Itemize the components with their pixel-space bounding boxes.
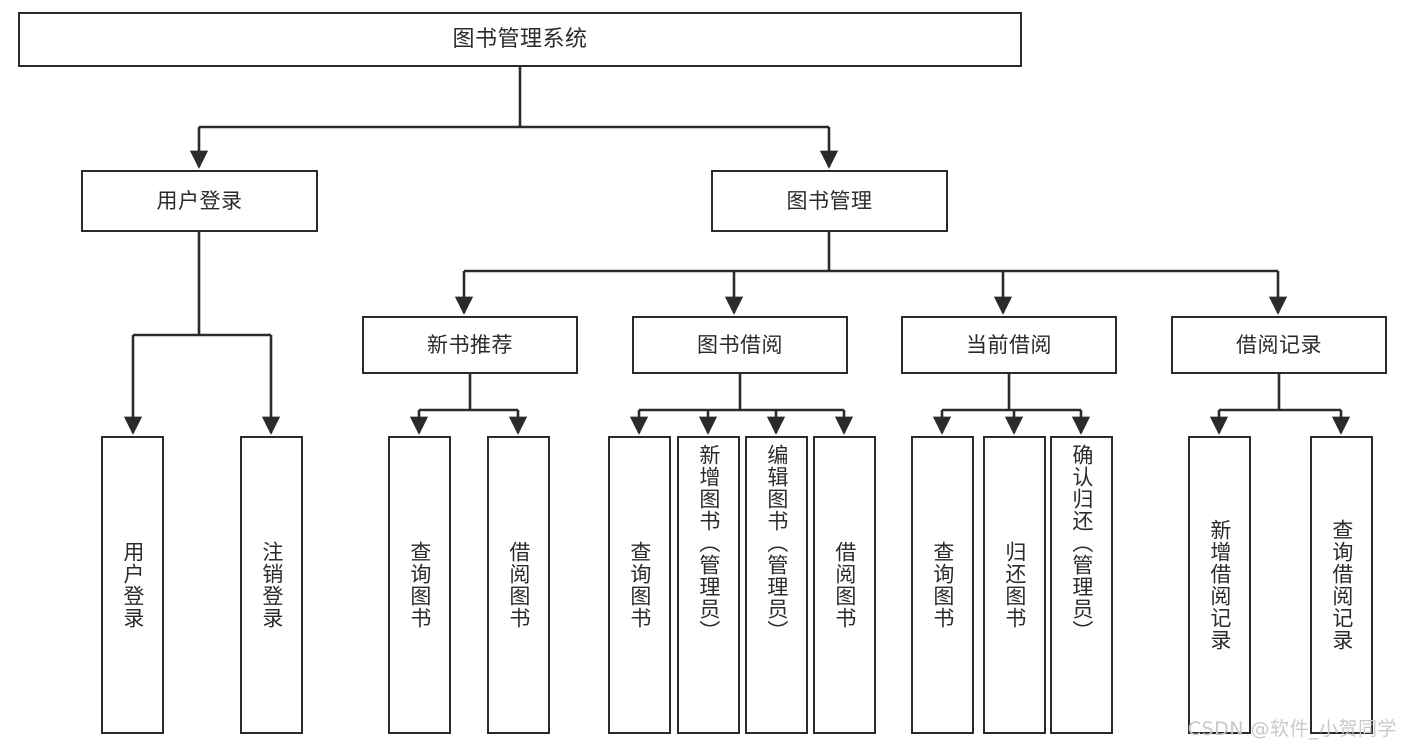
node-new-book-recommendation-label: 新书推荐 xyxy=(427,332,513,357)
leaf-record-query-borrow-record-label: 查询借阅记录 xyxy=(1329,519,1354,651)
leaf-borrow-edit-book-admin-label: 编辑图书（管理员） xyxy=(764,444,789,642)
leaf-current-query-book[interactable]: 查询图书 xyxy=(911,436,974,734)
leaf-user-login[interactable]: 用户登录 xyxy=(101,436,164,734)
node-book-borrowing-label: 图书借阅 xyxy=(697,332,783,357)
leaf-borrow-edit-book-admin[interactable]: 编辑图书（管理员） xyxy=(745,436,808,734)
leaf-current-confirm-return-admin[interactable]: 确认归还（管理员） xyxy=(1050,436,1113,734)
leaf-borrow-query-book[interactable]: 查询图书 xyxy=(608,436,671,734)
node-book-management-module[interactable]: 图书管理 xyxy=(711,170,948,232)
leaf-recommend-query-book-label: 查询图书 xyxy=(407,541,432,629)
node-root-label: 图书管理系统 xyxy=(452,26,588,52)
leaf-user-login-label: 用户登录 xyxy=(120,541,145,629)
leaf-borrow-borrow-book-label: 借阅图书 xyxy=(832,541,857,629)
node-new-book-recommendation[interactable]: 新书推荐 xyxy=(362,316,578,374)
leaf-current-confirm-return-admin-label: 确认归还（管理员） xyxy=(1069,444,1094,642)
node-borrowing-records-label: 借阅记录 xyxy=(1236,332,1322,357)
node-root[interactable]: 图书管理系统 xyxy=(18,12,1022,67)
node-current-borrowing[interactable]: 当前借阅 xyxy=(901,316,1117,374)
leaf-recommend-query-book[interactable]: 查询图书 xyxy=(388,436,451,734)
node-book-borrowing[interactable]: 图书借阅 xyxy=(632,316,848,374)
node-current-borrowing-label: 当前借阅 xyxy=(966,332,1052,357)
leaf-borrow-add-book-admin[interactable]: 新增图书（管理员） xyxy=(677,436,740,734)
leaf-borrow-borrow-book[interactable]: 借阅图书 xyxy=(813,436,876,734)
leaf-recommend-borrow-book[interactable]: 借阅图书 xyxy=(487,436,550,734)
leaf-current-return-book[interactable]: 归还图书 xyxy=(983,436,1046,734)
leaf-current-return-book-label: 归还图书 xyxy=(1002,541,1027,629)
node-borrowing-records[interactable]: 借阅记录 xyxy=(1171,316,1387,374)
leaf-borrow-query-book-label: 查询图书 xyxy=(627,541,652,629)
node-book-management-module-label: 图书管理 xyxy=(786,188,873,213)
leaf-current-query-book-label: 查询图书 xyxy=(930,541,955,629)
leaf-record-query-borrow-record[interactable]: 查询借阅记录 xyxy=(1310,436,1373,734)
leaf-user-logout-label: 注销登录 xyxy=(259,541,284,629)
leaf-borrow-add-book-admin-label: 新增图书（管理员） xyxy=(696,444,721,642)
node-user-login-module-label: 用户登录 xyxy=(156,188,243,213)
leaf-record-add-borrow-record[interactable]: 新增借阅记录 xyxy=(1188,436,1251,734)
node-user-login-module[interactable]: 用户登录 xyxy=(81,170,318,232)
leaf-user-logout[interactable]: 注销登录 xyxy=(240,436,303,734)
leaf-recommend-borrow-book-label: 借阅图书 xyxy=(506,541,531,629)
leaf-record-add-borrow-record-label: 新增借阅记录 xyxy=(1207,519,1232,651)
watermark: CSDN @软件_小贺同学 xyxy=(1187,718,1397,740)
